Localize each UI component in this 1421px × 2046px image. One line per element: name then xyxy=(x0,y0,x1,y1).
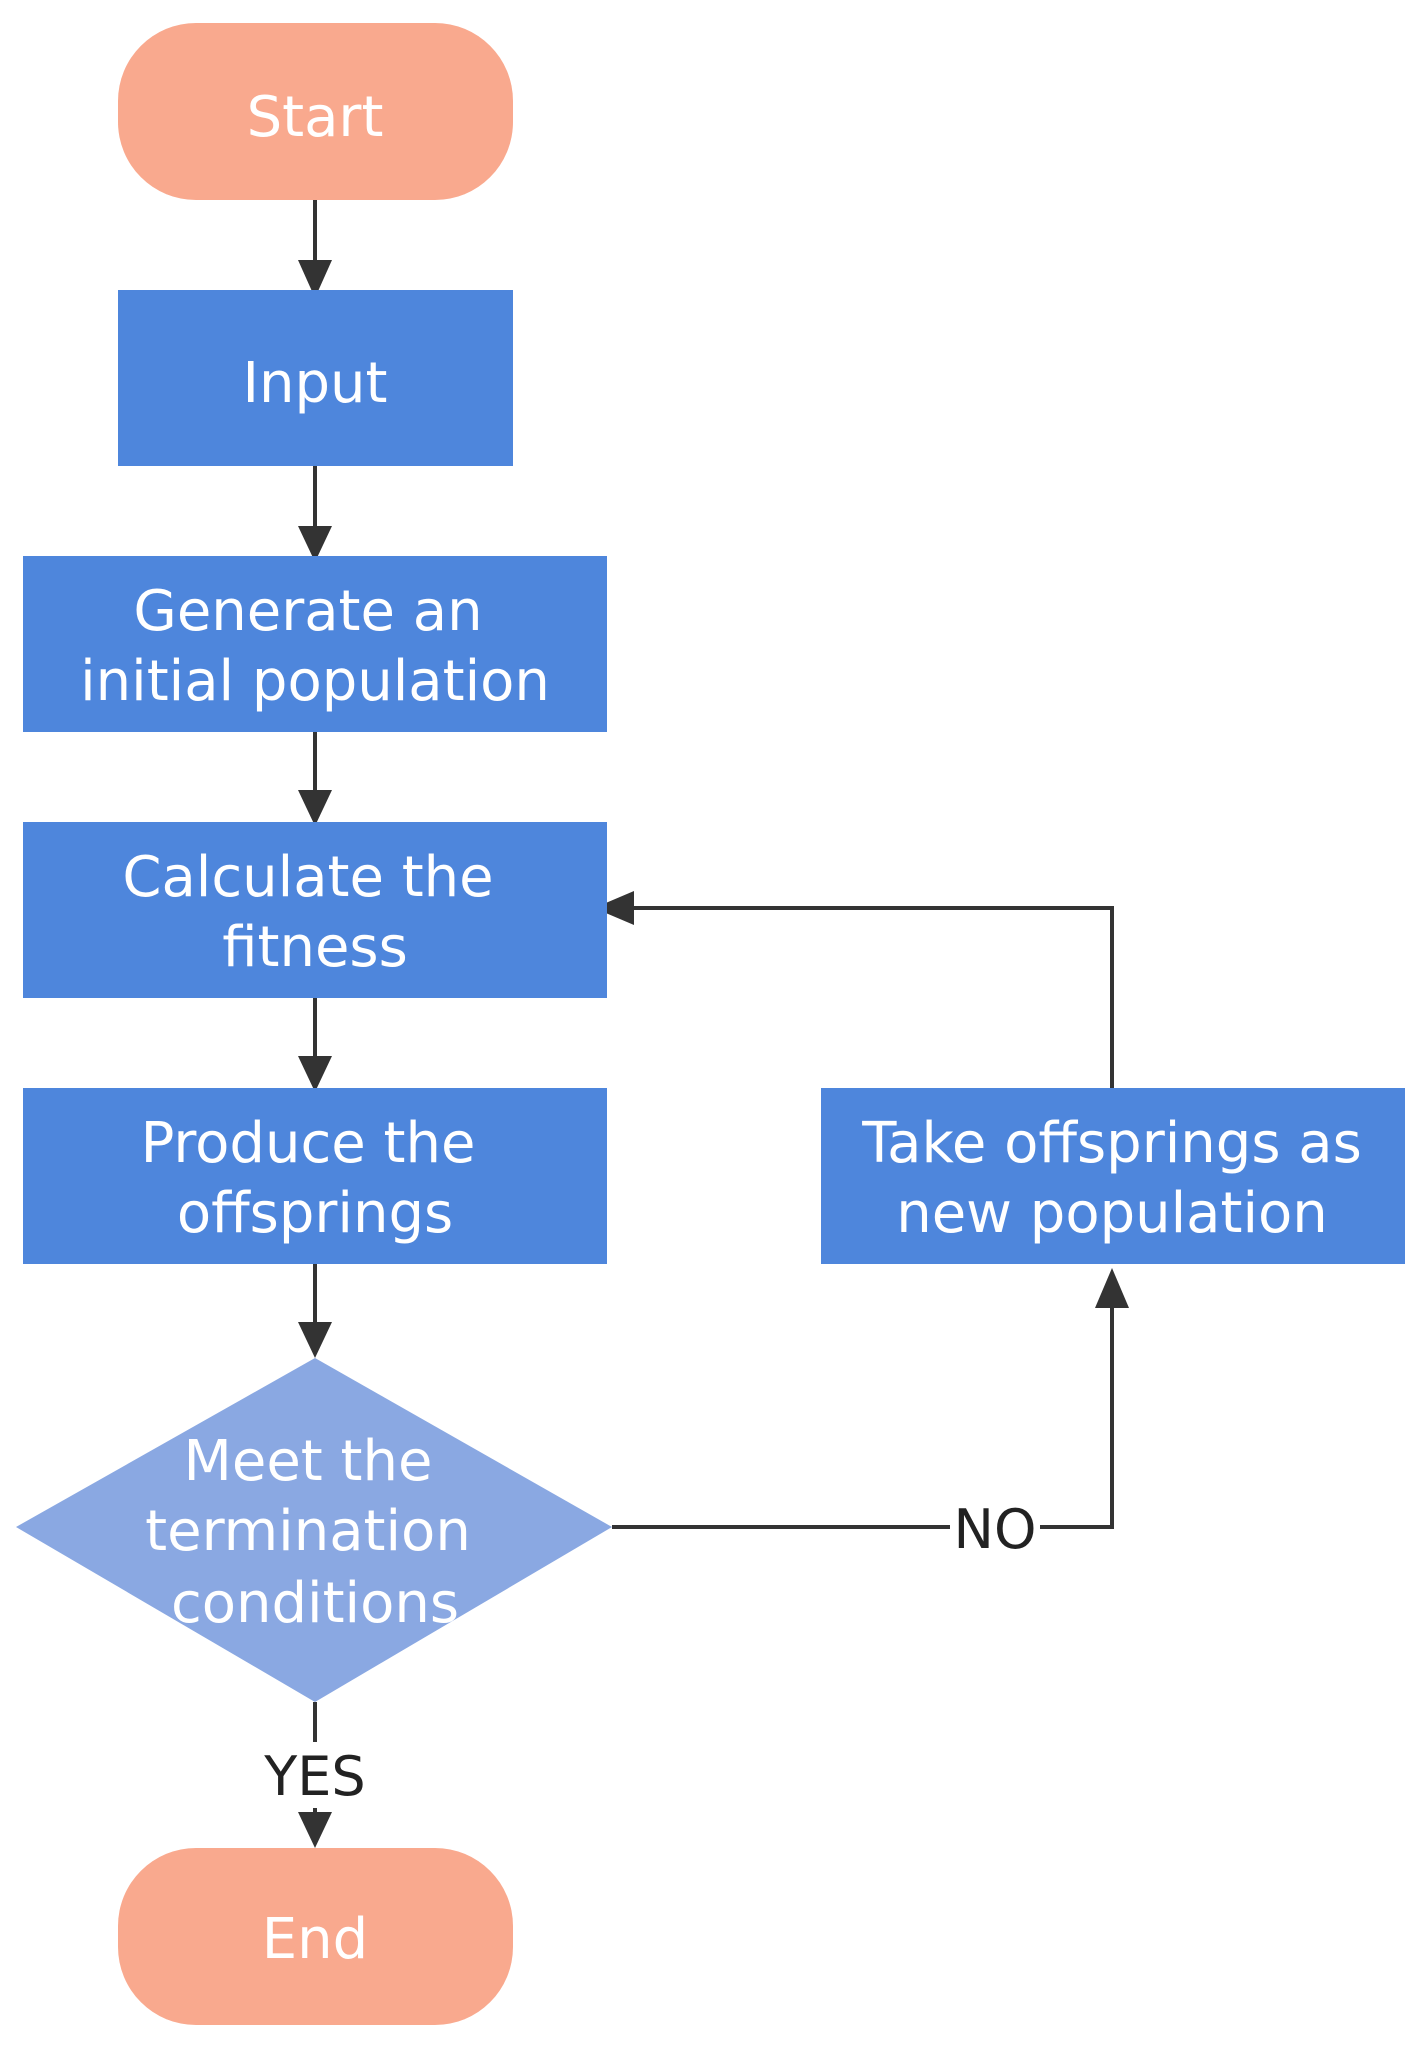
input-label: Input xyxy=(242,351,387,416)
generate-shape xyxy=(23,556,607,732)
decision-label-line1: Meet the xyxy=(184,1429,433,1494)
end-label: End xyxy=(262,1907,368,1972)
take-node: Take offsprings as new population xyxy=(821,1088,1405,1264)
end-node: End xyxy=(118,1848,513,2025)
start-shape xyxy=(118,23,513,200)
arrowhead-decision xyxy=(298,1322,332,1358)
decision-label-line2: termination xyxy=(145,1499,471,1564)
decision-label-line3: conditions xyxy=(171,1571,459,1636)
calculate-shape xyxy=(23,822,607,998)
no-label: NO xyxy=(954,1498,1037,1561)
calculate-node: Calculate the fitness xyxy=(23,822,607,998)
decision-node: Meet the termination conditions xyxy=(16,1358,612,1702)
arrowhead-calculate xyxy=(298,790,332,826)
produce-shape xyxy=(23,1088,607,1264)
produce-node: Produce the offsprings xyxy=(23,1088,607,1264)
take-label-line2: new population xyxy=(896,1181,1328,1246)
end-shape xyxy=(118,1848,513,2025)
connectors xyxy=(255,200,1129,1848)
start-node: Start xyxy=(118,23,513,200)
calculate-label-line1: Calculate the xyxy=(122,845,493,910)
take-shape xyxy=(821,1088,1405,1264)
input-node: Input xyxy=(118,290,513,466)
calculate-label-line2: fitness xyxy=(222,915,408,980)
input-shape xyxy=(118,290,513,466)
arrowhead-calculate-loop xyxy=(594,891,634,925)
yes-label: YES xyxy=(263,1745,365,1808)
yes-label-background xyxy=(255,1742,375,1810)
arrowhead-generate xyxy=(298,526,332,562)
arrowhead-end xyxy=(298,1812,332,1848)
decision-shape xyxy=(16,1358,612,1702)
take-label-line1: Take offsprings as xyxy=(861,1111,1362,1176)
edge-no-to-take xyxy=(1040,1306,1114,1529)
edge-take-to-calculate xyxy=(632,906,1114,1088)
produce-label-line2: offsprings xyxy=(177,1181,453,1246)
arrowhead-produce xyxy=(298,1056,332,1092)
produce-label-line1: Produce the xyxy=(141,1111,476,1176)
start-label: Start xyxy=(247,85,384,150)
arrowhead-take xyxy=(1095,1268,1129,1308)
arrowhead-input xyxy=(298,260,332,298)
generate-node: Generate an initial population xyxy=(23,556,607,732)
generate-label-line1: Generate an xyxy=(133,579,482,644)
generate-label-line2: initial population xyxy=(80,649,550,714)
